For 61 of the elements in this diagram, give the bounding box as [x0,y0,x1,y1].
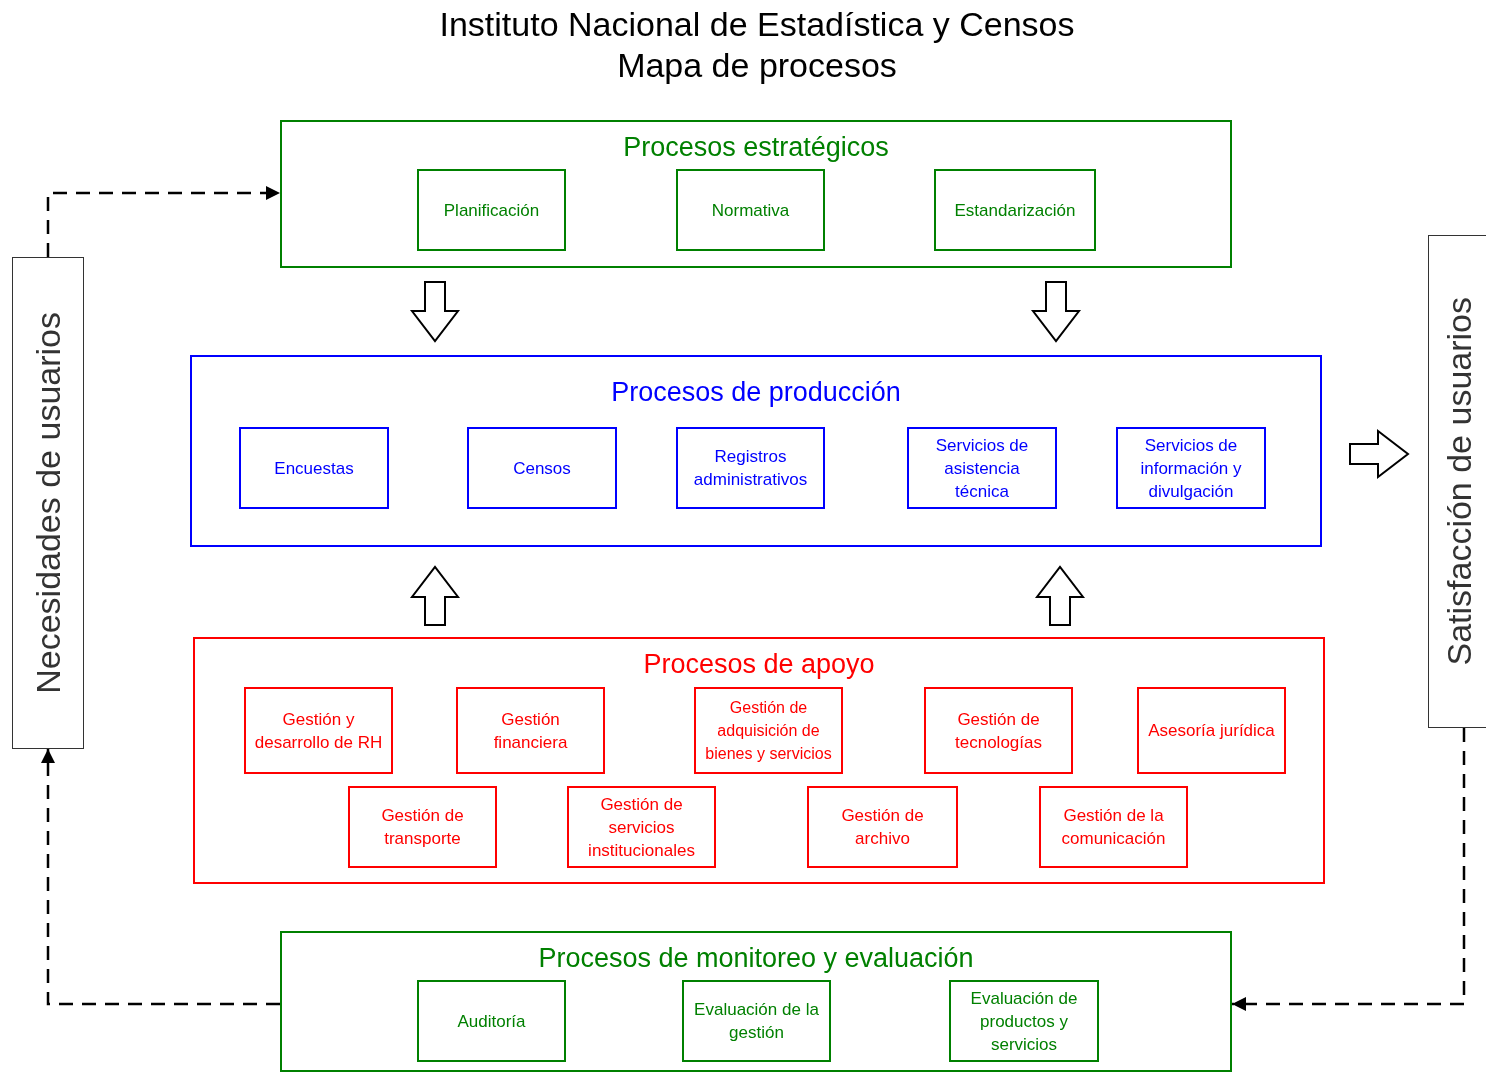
process-label: Evaluación de la gestión [693,999,820,1044]
process-box [239,427,389,509]
process-box [682,980,831,1062]
process-label: Gestión de tecnologías [954,708,1043,754]
block-arrow [1030,281,1082,343]
process-box [456,687,605,774]
process-label: Gestión de servicios institucionales [587,793,696,862]
process-group [190,355,1322,547]
process-box [807,786,958,868]
process-box [694,687,843,774]
process-group [193,637,1325,884]
process-box [417,169,566,251]
process-box [467,427,617,509]
group-heading: Procesos estratégicos [623,132,889,163]
process-label: Normativa [711,199,790,222]
process-box [1039,786,1188,868]
group-heading: Procesos de producción [611,377,901,408]
side-label: Necesidades de usuarios [28,312,68,694]
process-box [1116,427,1266,509]
process-group [280,931,1232,1072]
process-label: Planificación [443,199,540,222]
process-box [348,786,497,868]
group-heading: Procesos de apoyo [643,649,875,680]
process-label: Gestión financiera [492,708,569,754]
process-box [676,169,825,251]
process-label: Registros administrativos [692,446,809,491]
process-label: Censos [513,457,571,480]
process-box [1137,687,1286,774]
process-label: Gestión de archivo [840,805,925,850]
process-label: Evaluación de productos y servicios [969,987,1079,1056]
side-label: Satisfacción de usuarios [1440,297,1479,666]
stakeholder-box [1428,235,1486,728]
process-label: Asesoría jurídica [1148,720,1275,742]
process-label: Servicios de información y divulgación [1139,434,1243,503]
process-box [676,427,825,509]
process-box [934,169,1096,251]
block-arrow [409,281,461,343]
block-arrow [1034,565,1086,626]
process-box [907,427,1057,509]
group-heading: Procesos de monitoreo y evaluación [538,943,974,974]
process-label: Auditoría [457,1010,526,1033]
block-arrow [409,565,461,626]
block-arrow [1349,428,1410,480]
process-box [567,786,716,868]
process-box [244,687,393,774]
stakeholder-box [12,257,84,749]
process-label: Gestión de transporte [380,805,465,850]
process-box [417,980,566,1062]
process-label: Encuestas [274,457,354,480]
dashed-arrow [41,749,280,1006]
process-label: Gestión y desarrollo de RH [254,708,383,754]
process-box [949,980,1099,1062]
process-box [924,687,1073,774]
process-label: Gestión de adquisición de bienes y servicios [704,698,833,764]
process-label: Gestión de la comunicación [1060,805,1167,850]
dashed-arrow [1232,728,1466,1011]
process-group [280,120,1232,268]
process-label: Estandarización [954,199,1076,222]
process-label: Servicios de asistencia técnica [934,434,1030,503]
diagram-title: Instituto Nacional de Estadística y Censos Mapa de procesos [438,4,1076,86]
dashed-arrow [46,186,280,257]
